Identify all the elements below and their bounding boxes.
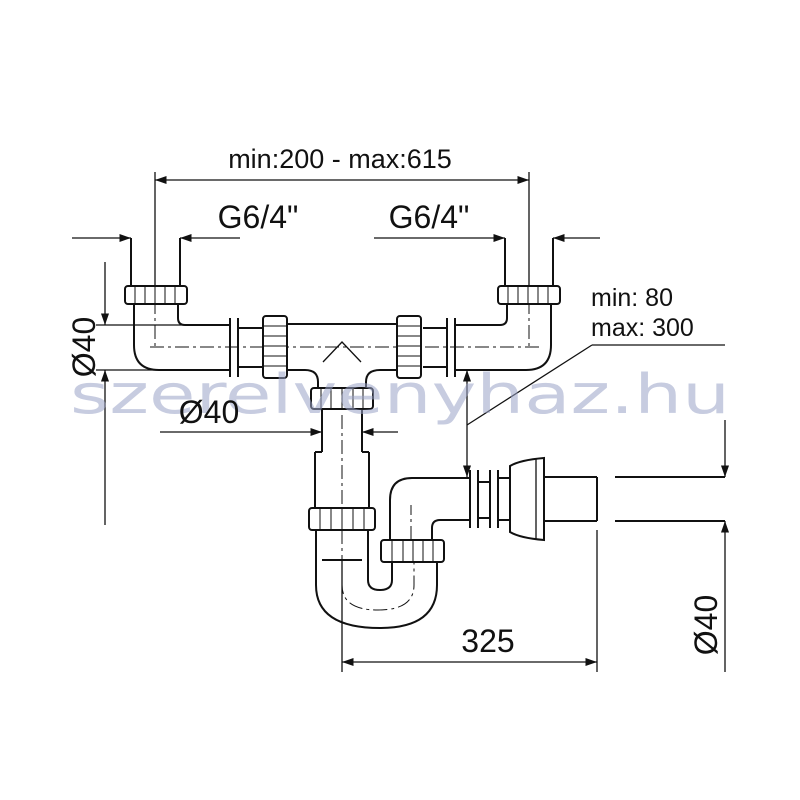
inlet-diameter-label: Ø40 [66,317,102,377]
span-range-label: min:200 - max:615 [228,144,452,174]
outlet-diameter-label: Ø40 [688,595,724,655]
right-thread-label: G6/4" [389,199,470,235]
tee-diameter-label: Ø40 [179,394,239,430]
slip-nuts [124,285,561,563]
height-min-label: min: 80 [591,284,673,312]
height-max-label: max: 300 [591,314,694,342]
watermark-text: szerelvenyhaz.hu [70,363,730,426]
dimension-lines [72,172,730,672]
trap-width-label: 325 [461,623,514,659]
left-thread-label: G6/4" [218,199,299,235]
